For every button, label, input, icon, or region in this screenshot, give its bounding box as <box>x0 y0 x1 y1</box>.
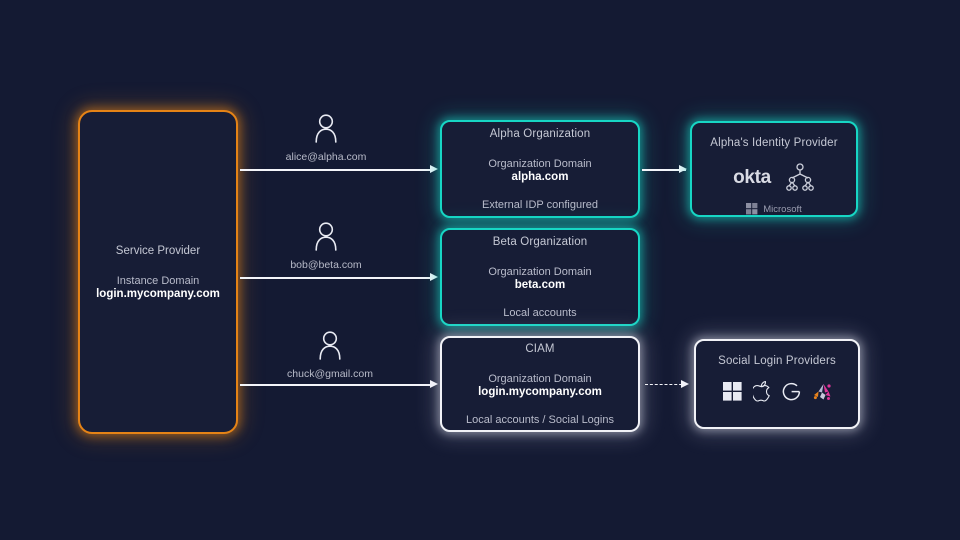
apple-icon[interactable] <box>752 381 771 402</box>
alpha-org-domain-label: Organization Domain <box>488 157 592 170</box>
microsoft-label: Microsoft <box>763 203 802 215</box>
edge-alpha-to-idp <box>642 169 686 171</box>
beta-org-domain-label: Organization Domain <box>488 265 592 278</box>
service-provider-domain-label: Instance Domain <box>116 274 200 287</box>
service-provider-domain-value: login.mycompany.com <box>96 287 220 300</box>
ciam-title: CIAM <box>525 342 555 355</box>
user-email-bob: bob@beta.com <box>290 259 362 271</box>
beta-org-domain-value: beta.com <box>514 278 566 291</box>
edge-sp-to-beta <box>240 277 432 279</box>
user-email-alice: alice@alpha.com <box>285 151 367 163</box>
user-email-chuck: chuck@gmail.com <box>287 368 373 380</box>
user-marker-chuck: chuck@gmail.com <box>269 330 391 380</box>
edge-sp-to-alpha <box>240 169 432 171</box>
beta-org-title: Beta Organization <box>492 235 588 248</box>
microsoft-windows-icon[interactable] <box>722 382 742 401</box>
social-providers-title: Social Login Providers <box>718 355 836 367</box>
google-icon[interactable] <box>782 382 801 401</box>
beta-org-footer: Local accounts <box>503 306 577 319</box>
service-provider-title: Service Provider <box>115 244 201 257</box>
okta-logo: okta <box>733 167 771 188</box>
identity-provider-logos: okta <box>733 162 815 194</box>
identity-provider-title: Alpha's Identity Provider <box>710 137 838 149</box>
node-alpha-organization[interactable]: Alpha Organization Organization Domain a… <box>440 120 640 218</box>
node-beta-organization[interactable]: Beta Organization Organization Domain be… <box>440 228 640 326</box>
user-marker-alice: alice@alpha.com <box>265 113 387 163</box>
person-icon <box>315 222 337 251</box>
alpha-org-domain-value: alpha.com <box>511 170 569 183</box>
person-icon <box>319 331 341 360</box>
ciam-domain-value: login.mycompany.com <box>478 385 602 398</box>
microsoft-logo-row: Microsoft <box>746 203 802 215</box>
arrowhead-alpha-to-idp <box>679 165 687 173</box>
arrowhead-sp-to-beta <box>430 273 438 281</box>
ciam-domain-label: Organization Domain <box>488 372 592 385</box>
person-icon <box>315 114 337 143</box>
arrowhead-sp-to-ciam <box>430 380 438 388</box>
node-service-provider[interactable]: Service Provider Instance Domain login.m… <box>78 110 238 434</box>
service-provider-content: Service Provider Instance Domain login.m… <box>96 245 220 300</box>
ldap-tree-icon <box>786 163 814 191</box>
ciam-footer: Local accounts / Social Logins <box>466 413 614 426</box>
edge-ciam-to-social <box>645 384 687 385</box>
alpha-org-footer: External IDP configured <box>482 198 598 211</box>
node-identity-provider[interactable]: Alpha's Identity Provider okta <box>690 121 858 217</box>
edge-sp-to-ciam <box>240 384 432 386</box>
social-providers-icons <box>722 381 832 402</box>
node-ciam[interactable]: CIAM Organization Domain login.mycompany… <box>440 336 640 432</box>
microsoft-windows-icon <box>746 203 758 215</box>
other-provider-icon[interactable] <box>812 382 832 402</box>
arrowhead-sp-to-alpha <box>430 165 438 173</box>
arrowhead-ciam-to-social <box>681 380 689 388</box>
user-marker-bob: bob@beta.com <box>265 221 387 271</box>
alpha-org-title: Alpha Organization <box>489 127 591 140</box>
node-social-login-providers[interactable]: Social Login Providers <box>694 339 860 429</box>
spacer <box>96 257 220 275</box>
